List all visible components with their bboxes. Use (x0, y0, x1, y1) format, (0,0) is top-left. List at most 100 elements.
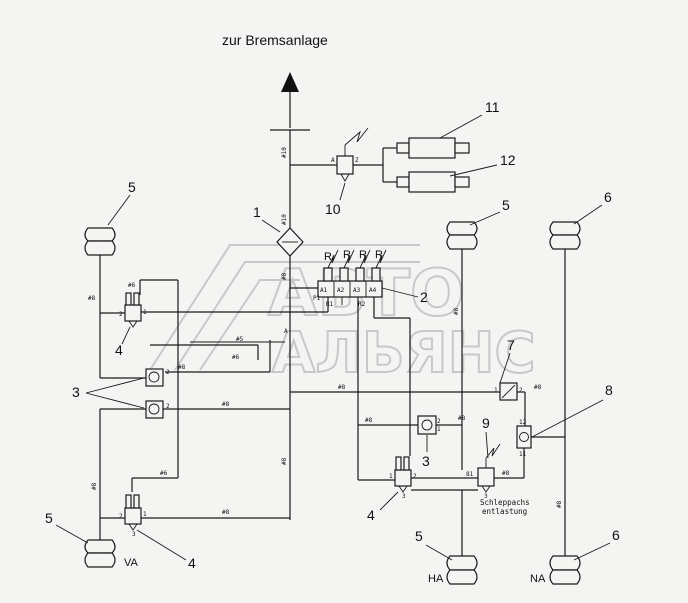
svg-text:A: A (284, 328, 288, 335)
label-5-bottom-left: 5 (45, 510, 53, 526)
label-5-bottom-right: 5 (415, 528, 423, 544)
label-5-top-left: 5 (128, 179, 136, 195)
cylinder-12 (383, 171, 470, 193)
svg-text:#6: #6 (232, 354, 240, 361)
label-12: 12 (500, 152, 516, 168)
label-3-left: 3 (72, 384, 80, 400)
label-2: 2 (420, 289, 428, 305)
relay-valve-4-upper (124, 292, 142, 328)
svg-text:#8: #8 (281, 272, 288, 280)
svg-text:#6: #6 (160, 470, 168, 477)
svg-text:R: R (359, 249, 367, 261)
quick-release-valve-3-middle (417, 415, 437, 435)
label-7: 7 (507, 337, 515, 353)
label-3-middle: 3 (422, 453, 430, 469)
label-10: 10 (325, 201, 341, 217)
svg-text:3: 3 (402, 493, 406, 500)
arrow-up-icon (281, 72, 299, 128)
label-6-top: 6 (604, 189, 612, 205)
watermark-logo: АВТО АЛЬЯНС (149, 244, 537, 387)
air-spring-5-bottom-left (84, 539, 116, 568)
svg-text:12: 12 (519, 419, 527, 426)
axle-ha: HA (428, 573, 444, 585)
label-4-lower-left: 4 (188, 555, 196, 571)
label-6-bottom: 6 (612, 527, 620, 543)
svg-text:2: 2 (413, 473, 417, 480)
axle-va: VA (124, 557, 139, 569)
svg-text:81: 81 (466, 471, 474, 478)
svg-text:#8: #8 (453, 307, 460, 315)
svg-text:#5: #5 (236, 336, 244, 343)
svg-text:#8: #8 (365, 417, 373, 424)
svg-text:#8: #8 (502, 470, 510, 477)
svg-text:R: R (324, 251, 332, 263)
svg-text:Z: Z (355, 157, 359, 164)
note-line2: entlastung (482, 507, 527, 516)
diagram-title: zur Bremsanlage (222, 32, 328, 48)
svg-text:#8: #8 (222, 509, 230, 516)
svg-text:2: 2 (166, 369, 170, 376)
svg-text:A2: A2 (337, 287, 345, 294)
air-spring-6-top (549, 221, 581, 250)
svg-text:2: 2 (119, 311, 123, 318)
label-4-upper: 4 (115, 342, 123, 358)
svg-text:3: 3 (484, 493, 488, 500)
svg-text:#8: #8 (458, 415, 466, 422)
svg-text:R: R (343, 249, 351, 261)
svg-text:2: 2 (437, 418, 441, 425)
svg-text:#8: #8 (338, 384, 346, 391)
svg-text:P1: P1 (313, 295, 321, 302)
air-spring-5-top-left (84, 227, 116, 256)
svg-text:2: 2 (119, 513, 123, 520)
svg-text:A3: A3 (353, 287, 361, 294)
note-line1: Schleppachs (480, 498, 530, 507)
air-spring-5-bottom-right (446, 555, 478, 585)
svg-text:#10: #10 (281, 214, 288, 225)
svg-text:R2: R2 (358, 301, 366, 308)
svg-text:R: R (375, 249, 383, 261)
relay-valve-4-middle (394, 456, 412, 493)
quick-release-valve-3-upper (145, 368, 164, 387)
svg-text:#8: #8 (88, 295, 96, 302)
relay-valve-4-lower-left (124, 494, 142, 531)
quick-release-valve-3-lower (145, 400, 164, 419)
label-5-top-right: 5 (502, 197, 510, 213)
svg-text:1: 1 (437, 426, 441, 433)
label-9: 9 (482, 415, 490, 431)
valve-10 (336, 155, 354, 175)
svg-text:2: 2 (519, 387, 523, 394)
svg-text:1: 1 (143, 511, 147, 518)
svg-text:#8: #8 (534, 384, 542, 391)
svg-text:#8: #8 (556, 500, 563, 508)
label-1: 1 (253, 204, 261, 220)
svg-text:#8: #8 (91, 482, 98, 490)
svg-text:#8: #8 (222, 401, 230, 408)
svg-text:#8: #8 (178, 364, 186, 371)
svg-text:3: 3 (132, 531, 136, 538)
svg-text:#10: #10 (281, 147, 288, 158)
svg-text:2: 2 (166, 403, 170, 410)
svg-text:1: 1 (494, 387, 498, 394)
air-spring-5-top-right (446, 221, 478, 250)
valve-1 (276, 227, 304, 257)
svg-text:#6: #6 (128, 282, 136, 289)
svg-text:1: 1 (389, 473, 393, 480)
svg-text:A: A (331, 157, 335, 164)
svg-text:A4: A4 (369, 287, 377, 294)
air-spring-6-bottom (549, 555, 581, 585)
watermark-bottom: АЛЬЯНС (272, 321, 536, 386)
svg-text:A1: A1 (320, 287, 328, 294)
svg-text:#8: #8 (281, 457, 288, 465)
cylinder-11 (383, 137, 470, 159)
axle-na: NA (530, 573, 546, 585)
svg-text:R1: R1 (326, 301, 334, 308)
valve-7 (499, 382, 518, 401)
label-8: 8 (605, 382, 613, 398)
valve-8 (516, 425, 532, 449)
label-4-middle: 4 (367, 507, 375, 523)
label-11: 11 (485, 99, 500, 115)
valve-9 (477, 443, 501, 493)
valve-block-2 (317, 249, 387, 298)
